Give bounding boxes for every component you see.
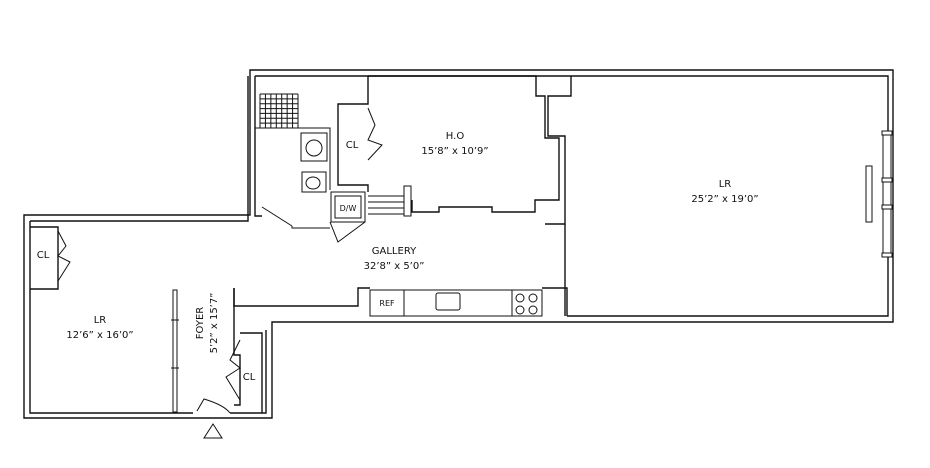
- entry-door-swing: [196, 398, 231, 414]
- burner-icon: [528, 293, 538, 303]
- ho-closet-door: [367, 107, 383, 161]
- lr-small-dims: 12’6” x 16’0”: [66, 330, 133, 341]
- burner-icon: [515, 305, 525, 315]
- kitchen-counter: [233, 287, 568, 317]
- window: [882, 206, 892, 256]
- partition: [172, 289, 178, 413]
- gallery-dims: 32’8” x 5’0”: [364, 261, 425, 272]
- radiator: [865, 165, 873, 223]
- lr-large-dims: 25’2” x 19’0”: [691, 194, 758, 205]
- gallery-name: GALLERY: [372, 246, 417, 257]
- door-jamb: [403, 185, 412, 217]
- lr-small-name: LR: [94, 315, 107, 326]
- ho-dims: 15’8” x 10’9”: [421, 146, 488, 157]
- foyer-area: [196, 288, 263, 439]
- outer-walls: [23, 69, 894, 419]
- sink-icon: [435, 292, 461, 311]
- sink-basin: [300, 132, 328, 162]
- dishwasher-label: D/W: [340, 204, 357, 213]
- burner-icon: [515, 293, 525, 303]
- window: [882, 181, 892, 207]
- foyer-closet-label: CL: [243, 372, 256, 383]
- foyer-closet-door: [225, 339, 241, 401]
- ho-name: H.O: [446, 131, 465, 142]
- shower-tile-grid: [259, 93, 299, 129]
- foyer-name: FOYER: [195, 307, 206, 340]
- refrigerator-label: REF: [379, 299, 395, 308]
- window: [882, 132, 892, 180]
- toilet-bowl-icon: [305, 176, 321, 190]
- ho-closet-label: CL: [346, 140, 359, 151]
- room-lr-large: [564, 130, 893, 316]
- ho-threshold: [368, 195, 404, 215]
- room-lr-small: [30, 226, 179, 413]
- lr-large-name: LR: [719, 179, 732, 190]
- entry-arrow-icon: [203, 423, 223, 439]
- burner-icon: [528, 305, 538, 315]
- lr-closet-label: CL: [37, 250, 50, 261]
- room-labels: H.O 15’8” x 10’9” LR 25’2” x 19’0” LR 12…: [37, 131, 759, 383]
- sink-drain-icon: [305, 139, 323, 157]
- bath-door-swing: [261, 206, 293, 227]
- kitchen-block: [254, 76, 331, 229]
- lr-closet-door: [57, 230, 71, 282]
- dishwasher: [329, 191, 366, 243]
- foyer-dims: 5’2” x 15’7”: [209, 293, 220, 354]
